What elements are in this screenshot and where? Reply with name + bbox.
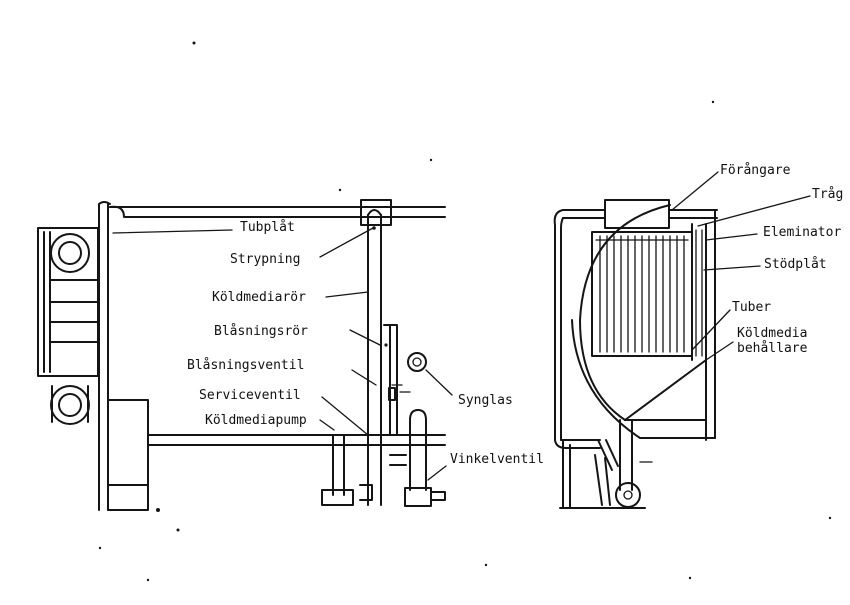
scan-specks <box>98 41 832 582</box>
label-blasningsventil: Blåsningsventil <box>187 358 305 373</box>
side-view-drawing <box>37 199 446 512</box>
label-tuber: Tuber <box>732 300 772 315</box>
label-koldmediaror: Köldmediarör <box>212 290 306 305</box>
label-synglas: Synglas <box>458 393 513 408</box>
label-serviceventil: Serviceventil <box>199 388 301 403</box>
label-vinkelventil: Vinkelventil <box>450 452 544 467</box>
leader-lines <box>112 171 811 481</box>
label-forangare: Förångare <box>720 163 791 178</box>
label-strypning: Strypning <box>230 252 301 267</box>
label-blasningsror: Blåsningsrör <box>214 324 308 339</box>
tube-bank <box>595 235 689 353</box>
label-koldmedia-behallare-line1: Köldmedia <box>737 326 808 341</box>
front-view-drawing <box>553 199 718 509</box>
label-stodplat: Stödplåt <box>764 257 827 272</box>
label-koldmedia-behallare-line2: behållare <box>737 341 808 356</box>
label-trag: Tråg <box>812 187 844 202</box>
label-koldmediapump: Köldmediapump <box>205 413 307 428</box>
label-eleminator: Eleminator <box>763 225 842 240</box>
label-tubplat: Tubplåt <box>240 220 295 235</box>
